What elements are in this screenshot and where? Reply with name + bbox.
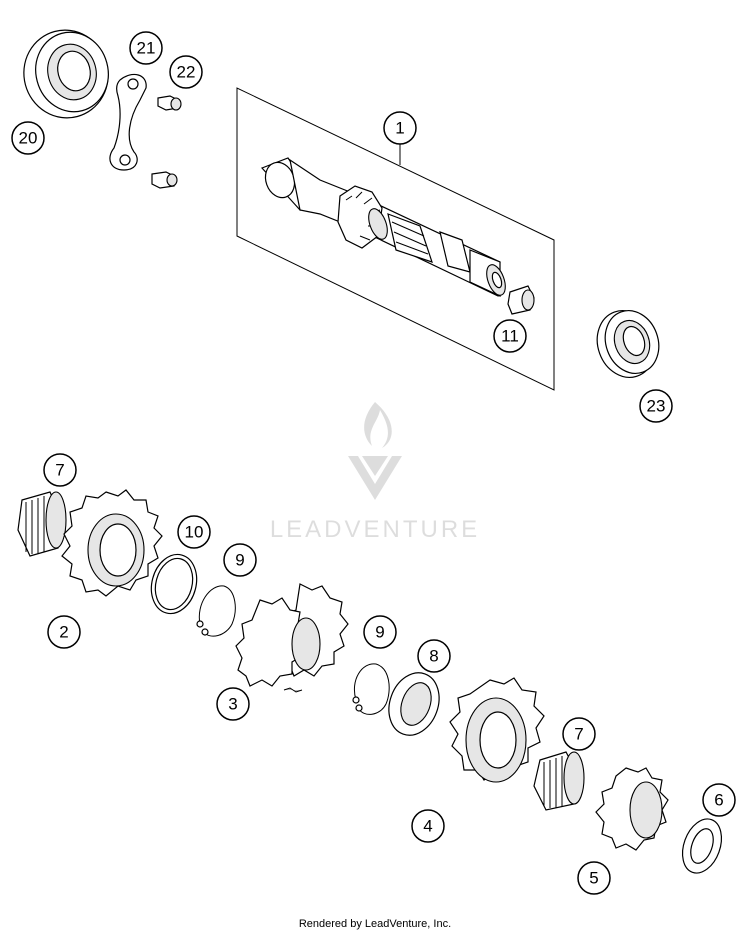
callout-1: 1 <box>383 111 417 145</box>
svg-text:2: 2 <box>59 623 68 642</box>
callout-4: 4 <box>411 809 445 843</box>
svg-text:7: 7 <box>55 461 64 480</box>
svg-text:9: 9 <box>235 551 244 570</box>
gear-5 <box>595 767 669 851</box>
bracket-plate-21 <box>109 73 147 171</box>
callout-7-left: 7 <box>43 453 77 487</box>
main-shaft-1 <box>260 157 506 297</box>
svg-text:11: 11 <box>501 327 519 346</box>
sleeve-11 <box>507 285 535 315</box>
svg-text:22: 22 <box>177 63 196 82</box>
screw-22-lower <box>151 171 178 189</box>
svg-text:9: 9 <box>375 623 384 642</box>
footer-credit: Rendered by LeadVenture, Inc. <box>298 918 452 930</box>
washer-10 <box>150 553 198 615</box>
svg-text:21: 21 <box>137 39 156 58</box>
watermark-logo: LEADVENTURE <box>270 402 480 543</box>
callout-7-right: 7 <box>562 717 596 751</box>
callout-8: 8 <box>417 639 451 673</box>
svg-text:3: 3 <box>228 695 237 714</box>
callout-2: 2 <box>47 615 81 649</box>
circlip-9-lower <box>352 663 390 715</box>
watermark-text: LEADVENTURE <box>270 516 480 543</box>
callout-11: 11 <box>493 319 527 353</box>
svg-text:4: 4 <box>423 817 432 836</box>
svg-text:23: 23 <box>647 397 666 416</box>
washer-6 <box>681 818 723 874</box>
gear-3 <box>235 583 349 693</box>
callout-23: 23 <box>639 389 673 423</box>
screw-22-upper <box>157 95 182 111</box>
callout-3: 3 <box>216 687 250 721</box>
bearing-20 <box>23 29 109 119</box>
callout-21: 21 <box>129 31 163 65</box>
callout-9-upper: 9 <box>223 543 257 577</box>
main-shaft-frame <box>236 87 555 391</box>
callout-10: 10 <box>177 515 211 549</box>
svg-text:10: 10 <box>185 523 204 542</box>
svg-text:8: 8 <box>429 647 438 666</box>
needle-bearing-7-left <box>17 491 67 557</box>
callout-22: 22 <box>169 55 203 89</box>
gear-2 <box>61 489 163 597</box>
callout-9-lower: 9 <box>363 615 397 649</box>
svg-text:7: 7 <box>574 725 583 744</box>
svg-text:6: 6 <box>714 791 723 810</box>
callout-6: 6 <box>702 783 736 817</box>
bearing-23 <box>596 310 660 378</box>
gear-4 <box>449 677 545 783</box>
lock-washer-8 <box>388 672 440 736</box>
svg-text:5: 5 <box>589 869 598 888</box>
callout-20: 20 <box>11 121 45 155</box>
svg-text:20: 20 <box>19 129 38 148</box>
callout-5: 5 <box>577 861 611 895</box>
needle-bearing-7-right <box>533 751 585 811</box>
circlip-9-upper <box>196 585 236 637</box>
svg-text:1: 1 <box>395 119 404 138</box>
